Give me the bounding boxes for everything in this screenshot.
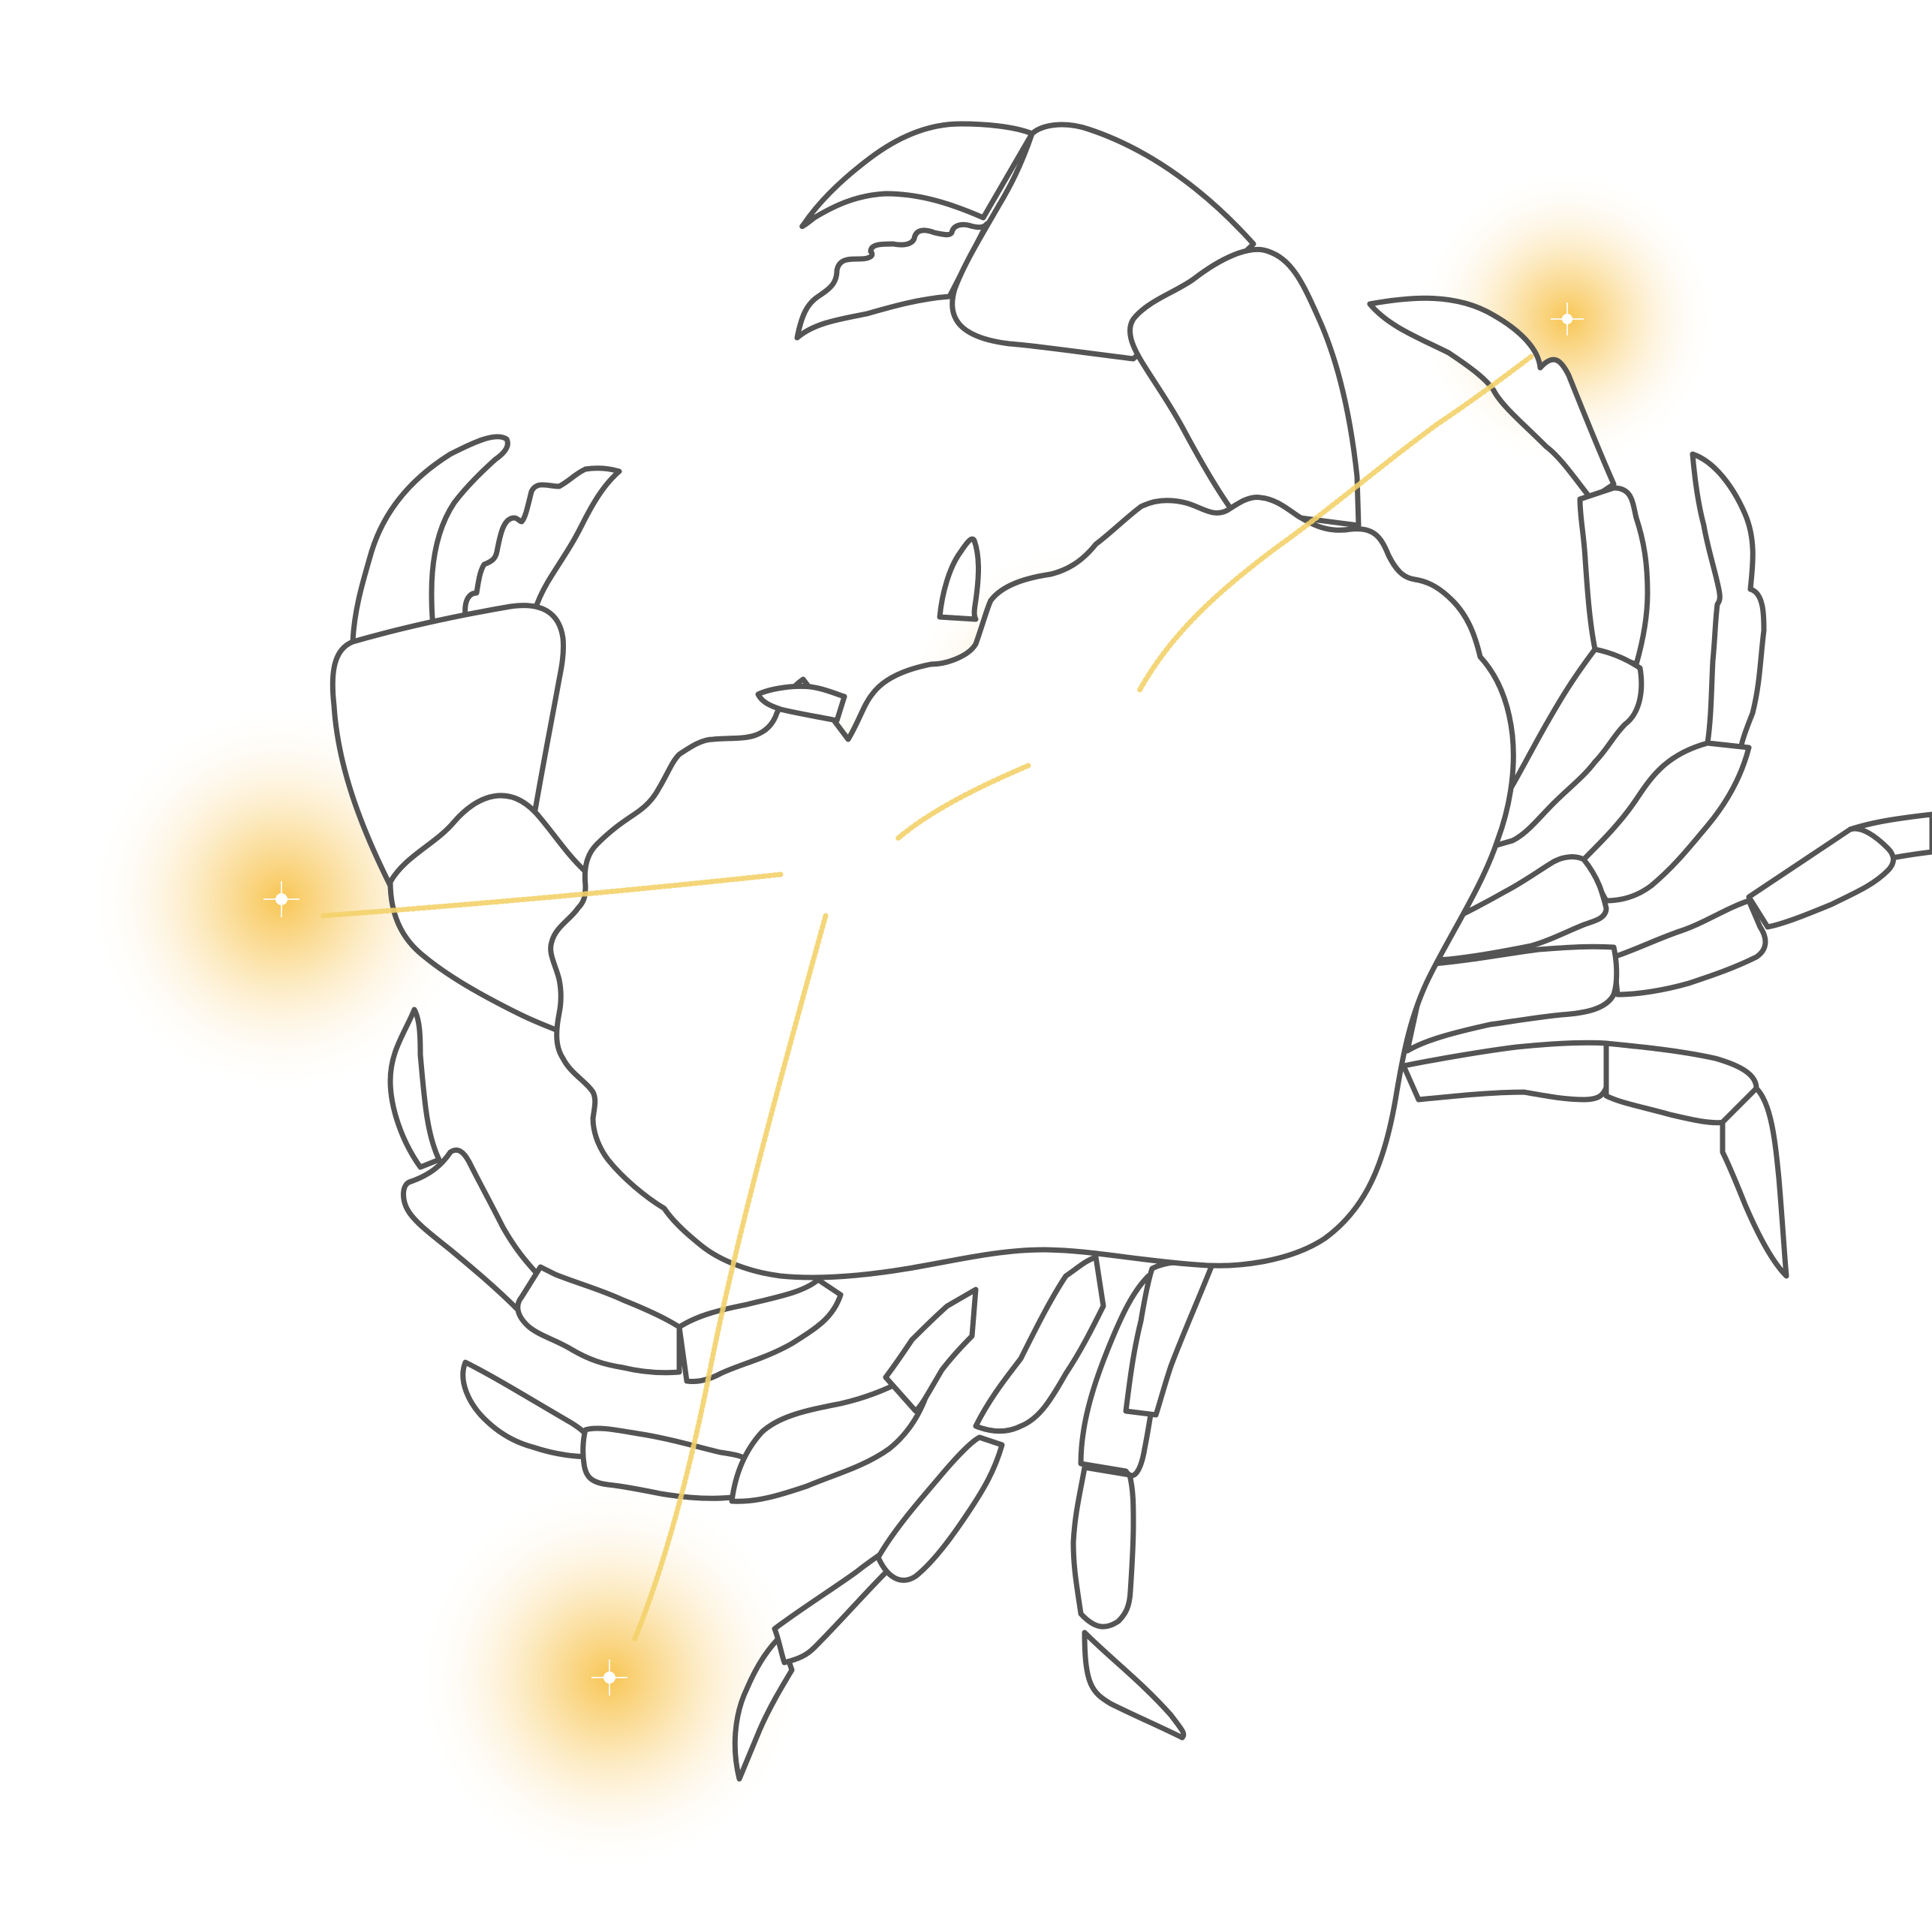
bottom-leg-2-tip <box>1082 1630 1187 1741</box>
left-leg-2 <box>580 1425 750 1501</box>
left-leg-2-tip <box>460 1359 596 1459</box>
left-leg-1 <box>401 1147 543 1313</box>
crab-eye-left <box>755 683 847 724</box>
top-claw-arm <box>1127 246 1362 528</box>
crab-top-claw <box>794 121 1362 528</box>
bottom-leg-1-base <box>973 1254 1106 1434</box>
left-leg-1-tip <box>387 1007 442 1170</box>
right-leg-1 <box>1367 295 1617 502</box>
right-leg-1-lower <box>1482 646 1645 851</box>
top-claw-finger <box>794 221 990 341</box>
constellation-lines <box>320 354 1534 1643</box>
right-leg-4-tip <box>1720 1085 1789 1279</box>
constellation-line-1 <box>1136 354 1534 694</box>
right-leg-3-inner <box>1611 898 1768 998</box>
bottom-leg-1-mid <box>875 1434 1005 1583</box>
left-leg-1-mid <box>515 1264 682 1376</box>
star-upper-center <box>1052 699 1088 735</box>
star-top-right <box>1551 302 1584 336</box>
bottom-leg-2 <box>1070 1464 1136 1630</box>
bottom-leg-1 <box>772 1532 911 1666</box>
right-leg-3-base <box>1404 943 1620 1054</box>
right-leg-4 <box>1401 1040 1612 1103</box>
left-claw-pincer <box>350 434 510 645</box>
crab-eye-right <box>937 536 981 622</box>
crab-right-legs <box>1367 295 1932 1279</box>
right-leg-1-seg <box>1577 485 1651 667</box>
right-leg-3-mid <box>1746 826 1896 930</box>
constellation-stars <box>263 302 1584 1696</box>
crab-left-legs <box>387 1007 979 1504</box>
constellation-line-4 <box>631 913 829 1643</box>
constellation-line-2 <box>894 763 1031 842</box>
crab-carapace <box>548 494 1516 1280</box>
star-bottom <box>591 1660 627 1696</box>
bottom-leg-1-tip <box>732 1633 795 1782</box>
star-center <box>823 847 859 883</box>
star-left <box>263 881 299 917</box>
left-leg-2-joint <box>883 1286 979 1414</box>
left-leg-1-base <box>676 1277 844 1384</box>
right-leg-2-mid <box>1581 740 1752 904</box>
right-leg-2 <box>1690 451 1767 750</box>
constellation-line-3 <box>320 871 784 919</box>
right-leg-2-inner <box>1423 854 1609 964</box>
crab-bottom-legs <box>732 1254 1215 1782</box>
left-claw-finger <box>462 465 622 618</box>
